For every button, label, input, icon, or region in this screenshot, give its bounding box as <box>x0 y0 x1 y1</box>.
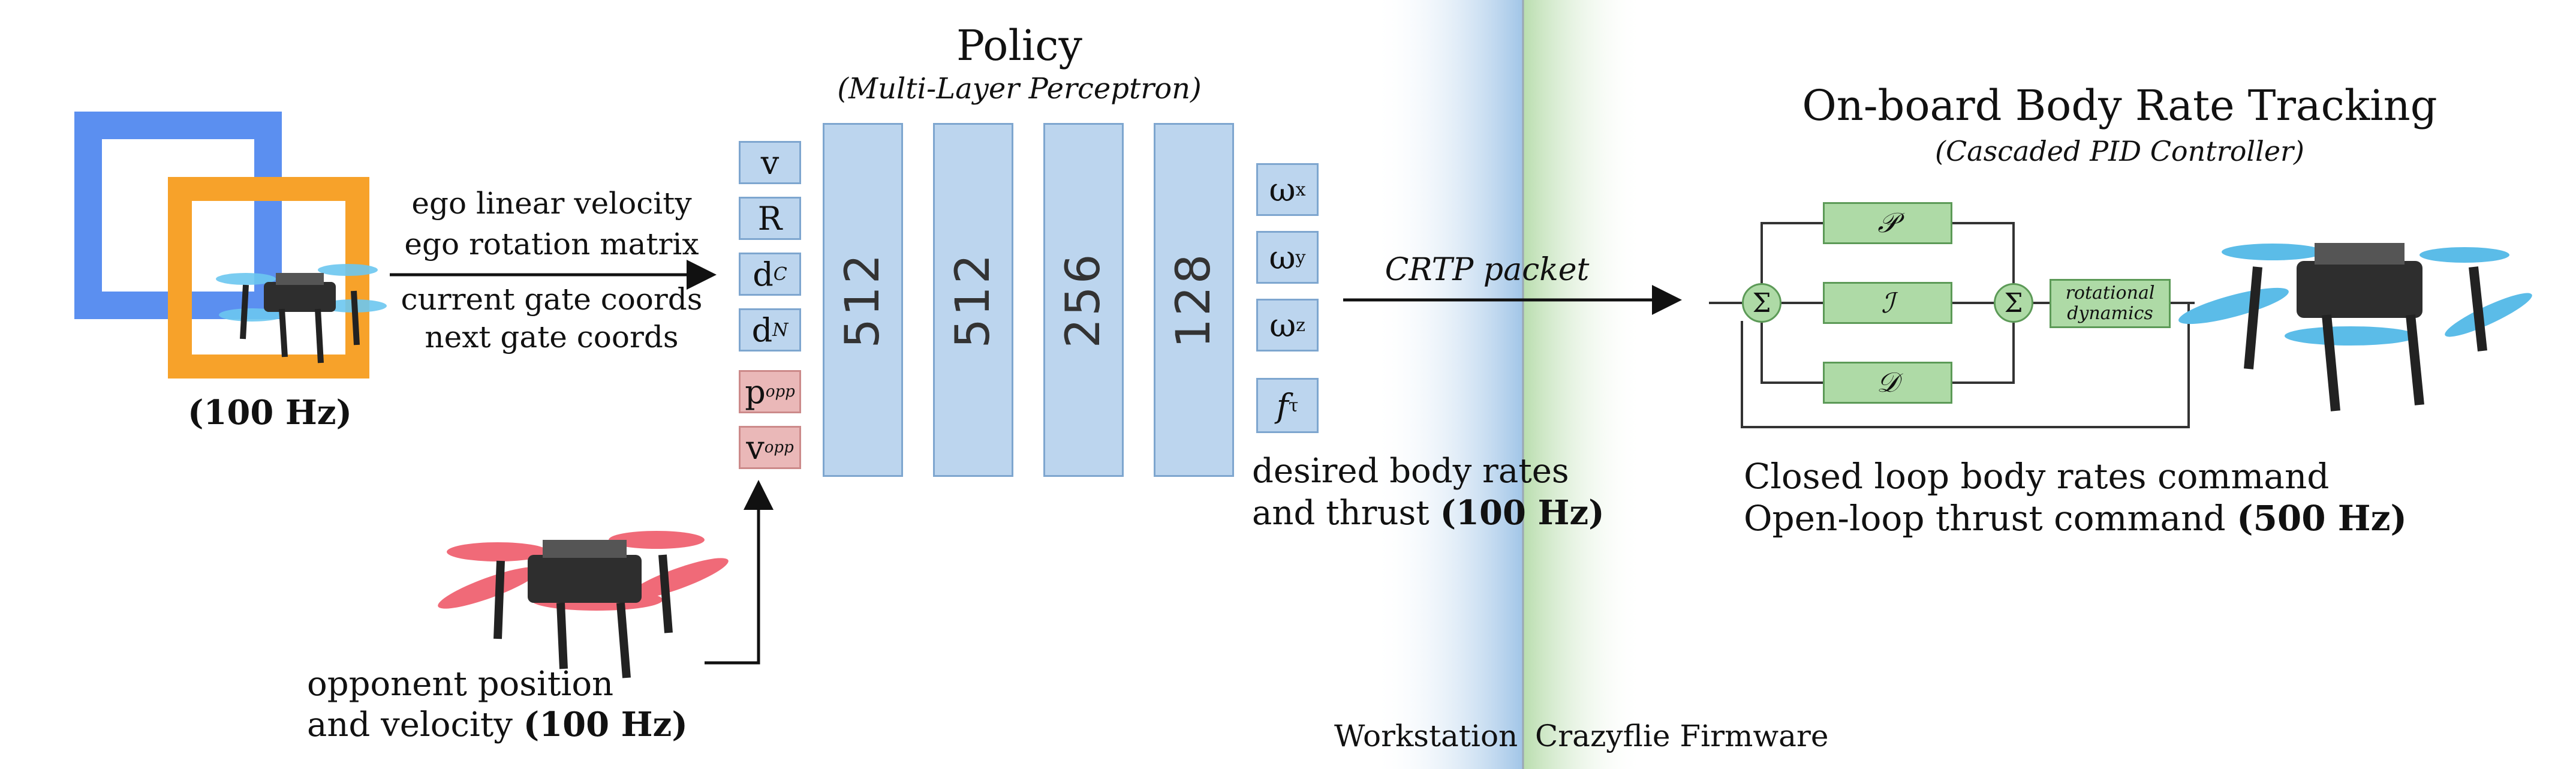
mlp-layer-1: 512 <box>823 123 903 477</box>
input-v: v <box>739 141 801 184</box>
pid-d-block: 𝒟 <box>1823 362 1952 404</box>
onboard-cmd-text: Open-loop thrust command <box>1744 498 2237 539</box>
mlp-layer-2: 512 <box>933 123 1013 477</box>
ego-input-rate: (100 Hz) <box>187 393 353 432</box>
opponent-label-line2: and velocity (100 Hz) <box>307 705 688 744</box>
pid-p-block: 𝒫 <box>1823 202 1952 244</box>
dynamics-line1: rotational <box>2065 283 2155 304</box>
mlp-layer-4: 128 <box>1154 123 1234 477</box>
outputs-label-text: and thrust <box>1252 494 1440 533</box>
onboard-cmd-rate: (500 Hz) <box>2237 498 2407 539</box>
input-dC-sub: C <box>773 263 787 285</box>
onboard-title: On-board Body Rate Tracking <box>1802 81 2437 130</box>
mlp-layer-3-size: 256 <box>1057 251 1111 349</box>
outputs-label-rate: (100 Hz) <box>1440 493 1605 533</box>
input-R-label: R <box>757 199 783 238</box>
dynamics-line2: dynamics <box>2067 303 2153 324</box>
opponent-label-text: and velocity <box>307 705 523 744</box>
opponent-arrow <box>705 480 774 665</box>
output-omega-x-label: ω <box>1269 170 1296 209</box>
pid-p-label: 𝒫 <box>1877 206 1898 239</box>
output-thrust-sub: τ <box>1288 395 1299 416</box>
output-omega-x-sub: x <box>1295 179 1306 200</box>
policy-title: Policy <box>956 21 1082 70</box>
output-omega-y-sub: y <box>1295 247 1306 268</box>
output-omega-z-sub: z <box>1296 314 1305 336</box>
workstation-band <box>1373 0 1523 769</box>
input-label-current-gate: current gate coords <box>401 282 703 317</box>
opponent-label-line1: opponent position <box>307 665 614 704</box>
pid-i-label: ℐ <box>1881 287 1894 319</box>
pid-i-block: ℐ <box>1823 282 1952 324</box>
firmware-band <box>1523 0 1643 769</box>
input-p-opp-sub: opp <box>765 383 795 401</box>
mlp-layer-1-size: 512 <box>836 251 890 349</box>
opponent-label-rate: (100 Hz) <box>523 705 688 744</box>
gate-orange <box>168 177 369 379</box>
outputs-label-line2: and thrust (100 Hz) <box>1252 493 1605 533</box>
output-thrust-label: f <box>1276 386 1289 425</box>
mlp-layer-4-size: 128 <box>1167 251 1221 349</box>
onboard-cmd-line2: Open-loop thrust command (500 Hz) <box>1744 498 2407 539</box>
rotational-dynamics-block: rotational dynamics <box>2050 279 2171 328</box>
crtp-label: CRTP packet <box>1385 252 1590 288</box>
input-label-ego-velocity: ego linear velocity <box>411 186 692 221</box>
input-p-opp-label: p <box>745 373 766 411</box>
region-firmware: Crazyflie Firmware <box>1535 719 1829 753</box>
output-omega-z-label: ω <box>1269 306 1296 344</box>
sum-node-right: Σ <box>1994 283 2033 323</box>
input-label-next-gate: next gate coords <box>425 320 679 355</box>
sum-right-label: Σ <box>2004 287 2023 319</box>
sum-node-left: Σ <box>1742 283 1781 323</box>
input-v-label: v <box>760 143 780 182</box>
output-omega-y-label: ω <box>1269 238 1296 277</box>
input-R: R <box>739 197 801 240</box>
mlp-layer-3: 256 <box>1043 123 1124 477</box>
input-dC-label: d <box>753 255 774 293</box>
sum-left-label: Σ <box>1752 287 1771 319</box>
policy-subtitle: (Multi-Layer Perceptron) <box>837 72 1202 106</box>
pid-d-label: 𝒟 <box>1876 366 1899 398</box>
outputs-label-line1: desired body rates <box>1252 452 1569 491</box>
input-v-opp-sub: opp <box>764 438 794 456</box>
onboard-cmd-line1: Closed loop body rates command <box>1744 456 2330 497</box>
mlp-layer-2-size: 512 <box>946 251 1000 349</box>
input-label-ego-rotation: ego rotation matrix <box>404 227 699 262</box>
input-v-opp-label: v <box>746 428 765 467</box>
input-dN-label: d <box>751 311 773 349</box>
region-workstation: Workstation <box>1334 719 1518 753</box>
input-dN-sub: N <box>772 319 789 341</box>
onboard-subtitle: (Cascaded PID Controller) <box>1935 135 2304 167</box>
